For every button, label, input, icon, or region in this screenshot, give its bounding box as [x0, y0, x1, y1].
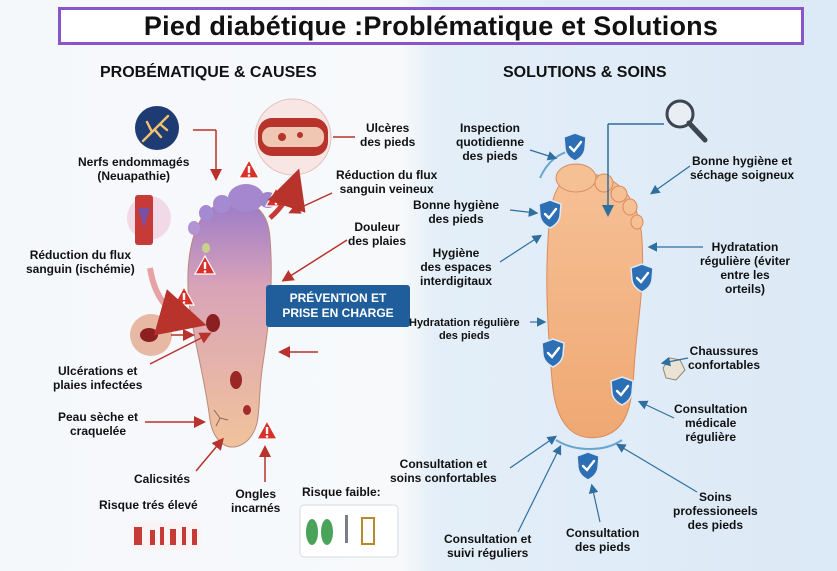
- warning-icon: [256, 420, 278, 440]
- label-hygiene-right: Bonne hygiène et séchage soigneux: [690, 154, 795, 182]
- shield-check-icon: [562, 131, 588, 163]
- healthy-foot-illustration: [539, 149, 644, 450]
- high-risk-strip: [131, 522, 201, 550]
- label-ingrown-nails: Ongles incarnés: [231, 487, 281, 515]
- low-risk-card: [299, 504, 399, 558]
- label-hygiene-left: Bonne hygiène des pieds: [413, 198, 500, 226]
- label-consult-feet: Consultation des pieds: [566, 526, 640, 554]
- label-foot-ulcers: Ulcères des pieds: [360, 121, 416, 149]
- ulcer-icon: [130, 314, 172, 356]
- magnifier-icon: [665, 99, 708, 143]
- label-calluses: Calicsités: [134, 472, 191, 486]
- prevention-badge-text: PRÉVENTION ET PRISE EN CHARGE: [282, 291, 394, 320]
- label-medical-consult: Consultation médicale régulière: [674, 402, 748, 444]
- label-professional-care: Soins professioneels des pieds: [673, 490, 758, 532]
- blood-vessel-icon: [254, 98, 332, 176]
- label-consult-comfort: Consultation et soins confortables: [390, 457, 497, 485]
- label-shoes: Chaussures confortables: [688, 344, 761, 372]
- page-title: Pied diabétique :Problématique et Soluti…: [143, 10, 719, 41]
- shield-check-icon: [575, 450, 601, 482]
- nerve-icon: [135, 106, 179, 150]
- label-ischemia: Réduction du flux sanguin (ischémie): [26, 248, 135, 276]
- affected-foot-illustration: [187, 184, 277, 448]
- ischemia-icon: [127, 195, 171, 245]
- label-consult-follow: Consultation et suivi réguliers: [444, 532, 532, 560]
- warning-icon: [238, 159, 260, 179]
- label-hydration-left: Hydratation régulière des pieds: [409, 317, 520, 342]
- label-pain: Douleur des plaies: [348, 220, 407, 248]
- label-venous: Réduction du flux sanguin veineux: [336, 168, 438, 196]
- title-banner: Pied diabétique :Problématique et Soluti…: [58, 7, 804, 45]
- label-ulcers: Ulcérations et plaies infectées: [53, 364, 143, 392]
- label-low-risk: Risque faible:: [302, 485, 381, 499]
- label-inspection: Inspection quotidienne des pieds: [456, 121, 524, 163]
- right-arrows: [499, 123, 703, 533]
- label-nerves: Nerfs endommagés (Neuapathie): [78, 155, 190, 183]
- left-section-heading: PROBÉMATIQUE & CAUSES: [100, 64, 317, 81]
- left-arrows: [145, 129, 355, 482]
- label-dry-skin: Peau sèche et craquelée: [58, 410, 139, 438]
- label-interdigital: Hygiène des espaces interdigitaux: [420, 246, 493, 288]
- label-high-risk: Risque trés élevé: [99, 498, 198, 512]
- label-hydration-right: Hydratation régulière (éviter entre les …: [700, 240, 791, 296]
- prevention-badge: PRÉVENTION ET PRISE EN CHARGE: [266, 285, 410, 327]
- right-section-heading: SOLUTIONS & SOINS: [503, 64, 667, 81]
